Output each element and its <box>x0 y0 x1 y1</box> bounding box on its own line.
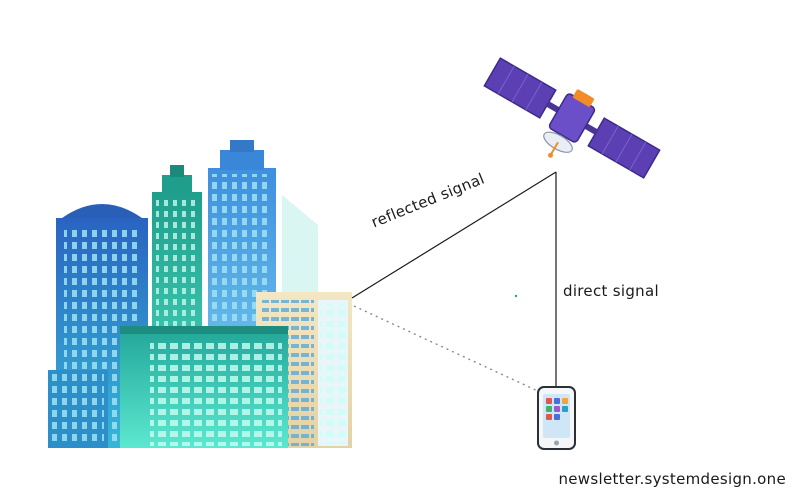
reflected-signal-line <box>351 171 557 299</box>
city-buildings-icon <box>48 140 352 448</box>
footer-source-text: newsletter.systemdesign.one <box>558 470 786 488</box>
dotted-signal-line <box>353 305 541 393</box>
smartphone-icon <box>537 386 576 450</box>
direct-signal-label: direct signal <box>563 282 659 300</box>
satellite-icon <box>483 57 661 179</box>
